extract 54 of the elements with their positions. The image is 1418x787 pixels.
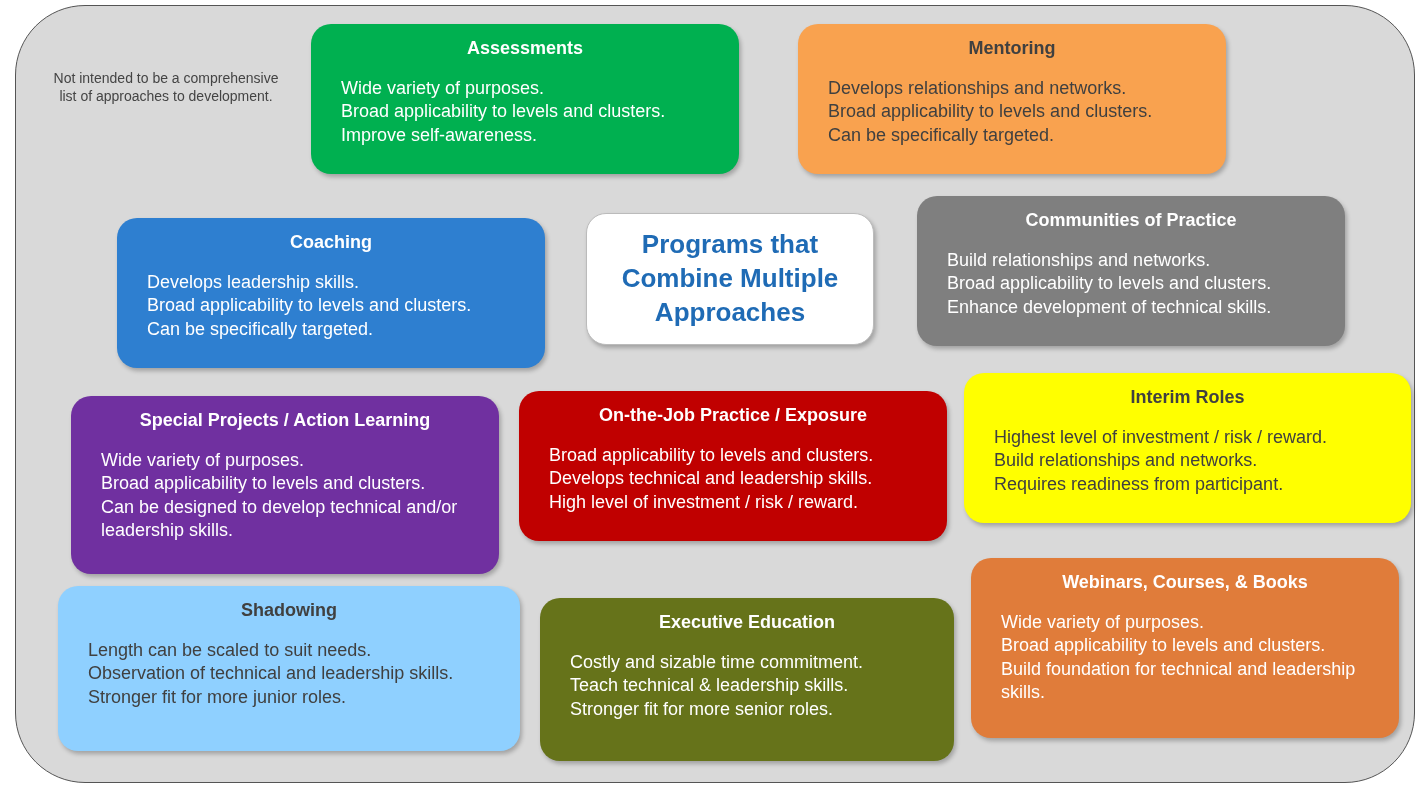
card-bullet-text: Wide variety of purposes. xyxy=(341,77,546,100)
card-bullet-text: Wide variety of purposes. xyxy=(1001,611,1206,634)
card-bullet-text: Costly and sizable time commitment. xyxy=(570,651,865,674)
approach-card xyxy=(971,558,1399,738)
card-bullet-text: Broad applicability to levels and clusters. xyxy=(1001,634,1327,658)
approach-card xyxy=(71,396,499,574)
card-bullet-text: Length can be scaled to suit needs. xyxy=(88,639,373,662)
title-box xyxy=(586,213,874,345)
card-bullet-text: Broad applicability to levels and clusters. xyxy=(101,472,427,496)
approach-card xyxy=(117,218,545,368)
container-panel xyxy=(15,5,1415,783)
card-heading: Webinars, Courses, & Books xyxy=(1061,572,1309,593)
card-heading: Communities of Practice xyxy=(1024,210,1238,231)
card-bullet-text: Build foundation for technical and leadership skills. xyxy=(1001,657,1357,705)
card-bullet-text: Develops relationships and networks. xyxy=(828,77,1128,100)
approach-card xyxy=(798,24,1226,174)
card-heading: Interim Roles xyxy=(1129,387,1246,408)
note-text: Not intended to be a comprehensive list of approaches to development. xyxy=(52,69,280,106)
card-bullet-text: Broad applicability to levels and clusters. xyxy=(947,272,1273,296)
card-bullet-text: Broad applicability to levels and clusters. xyxy=(147,294,473,318)
approach-card xyxy=(58,586,520,751)
approach-card xyxy=(311,24,739,174)
card-heading: Shadowing xyxy=(240,600,338,621)
card-heading: Coaching xyxy=(289,232,373,253)
card-heading: Executive Education xyxy=(657,612,837,633)
card-bullet-text: Stronger fit for more junior roles. xyxy=(88,685,348,709)
title-text: Programs that Combine Multiple Approaches xyxy=(620,228,840,329)
approach-card xyxy=(519,391,947,541)
approach-card xyxy=(964,373,1411,523)
card-bullet-text: Broad applicability to levels and clusters. xyxy=(341,100,667,124)
card-bullet-text: Broad applicability to levels and clusters. xyxy=(828,100,1154,124)
approach-card xyxy=(540,598,954,761)
card-bullet-text: Build relationships and networks. xyxy=(947,249,1212,272)
card-bullet-text: Improve self-awareness. xyxy=(341,123,539,147)
card-bullet-text: Stronger fit for more senior roles. xyxy=(570,697,835,721)
card-heading: Mentoring xyxy=(967,38,1057,59)
card-bullet-text: Develops technical and leadership skills. xyxy=(549,467,874,491)
card-bullet-text: Develops leadership skills. xyxy=(147,271,361,294)
card-bullet-text: Wide variety of purposes. xyxy=(101,449,306,472)
card-bullet-text: Highest level of investment / risk / reward. xyxy=(994,426,1329,449)
card-bullet-text: Broad applicability to levels and clusters. xyxy=(549,444,875,467)
card-bullet-text: High level of investment / risk / reward. xyxy=(549,490,860,514)
card-bullet-text: Can be designed to develop technical and/or leadership skills. xyxy=(101,495,459,543)
card-bullet-text: Enhance development of technical skills. xyxy=(947,295,1273,319)
card-bullet-text: Build relationships and networks. xyxy=(994,449,1259,473)
card-bullet-text: Teach technical & leadership skills. xyxy=(570,674,850,698)
card-heading: Assessments xyxy=(465,38,585,59)
card-heading: Special Projects / Action Learning xyxy=(138,410,432,431)
card-bullet-text: Can be specifically targeted. xyxy=(828,123,1056,147)
card-bullet-text: Requires readiness from participant. xyxy=(994,472,1285,496)
card-bullet-text: Can be specifically targeted. xyxy=(147,317,375,341)
card-heading: On-the-Job Practice / Exposure xyxy=(597,405,869,426)
card-bullet-text: Observation of technical and leadership skills. xyxy=(88,662,455,686)
approach-card xyxy=(917,196,1345,346)
